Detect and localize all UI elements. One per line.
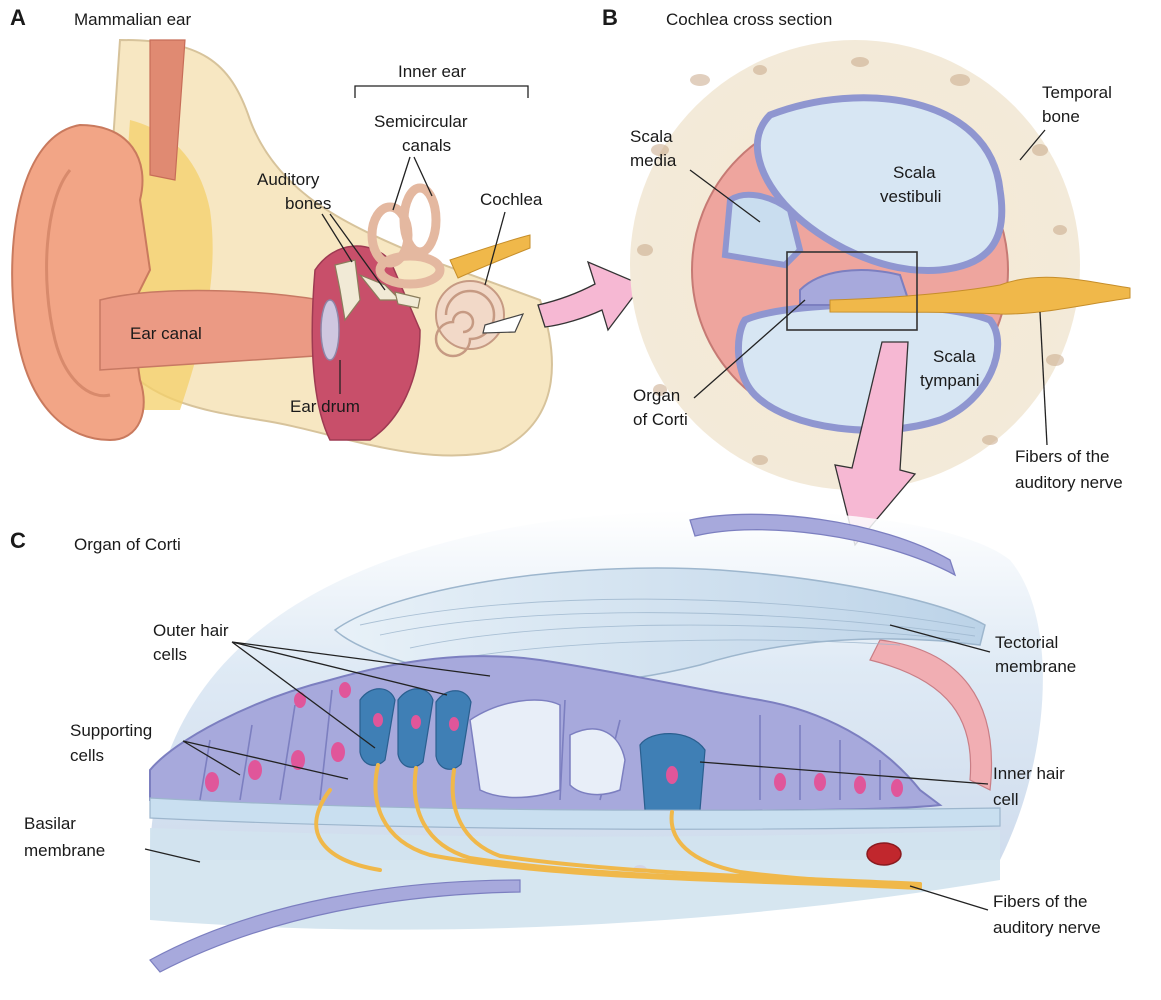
inner-ear-bracket	[355, 86, 528, 98]
label-fibers-b-2: auditory nerve	[1015, 473, 1123, 492]
label-scala-media-1: Scala	[630, 127, 673, 146]
label-organ-corti-2: of Corti	[633, 410, 688, 429]
ear-drum	[321, 300, 339, 360]
label-auditory-2: bones	[285, 194, 331, 213]
label-inner-ear: Inner ear	[398, 62, 466, 81]
panel-b-title: Cochlea cross section	[666, 10, 832, 29]
label-semicircular-1: Semicircular	[374, 112, 468, 131]
label-basilar-1: Basilar	[24, 814, 76, 833]
arrow-a-to-b	[538, 262, 642, 330]
label-supporting-1: Supporting	[70, 721, 152, 740]
label-basilar-2: membrane	[24, 841, 105, 860]
label-tectorial-2: membrane	[995, 657, 1076, 676]
panel-a-letter: A	[10, 5, 26, 30]
label-organ-corti-1: Organ	[633, 386, 680, 405]
label-auditory-1: Auditory	[257, 170, 320, 189]
blood-vessel	[867, 843, 901, 865]
auditory-nerve-a	[450, 235, 530, 278]
panel-a-title: Mammalian ear	[74, 10, 191, 29]
leader-fibers-c	[910, 886, 988, 910]
label-ear-canal: Ear canal	[130, 324, 202, 343]
label-scala-tympani-2: tympani	[920, 371, 980, 390]
label-semicircular-2: canals	[402, 136, 451, 155]
pinna	[12, 125, 150, 440]
panel-a: A Mammalian ear	[10, 5, 552, 456]
panel-c-letter: C	[10, 528, 26, 553]
label-outer-hair-2: cells	[153, 645, 187, 664]
label-outer-hair-1: Outer hair	[153, 621, 229, 640]
panel-b-letter: B	[602, 5, 618, 30]
panel-c-title: Organ of Corti	[74, 535, 181, 554]
label-scala-media-2: media	[630, 151, 677, 170]
label-inner-hair-1: Inner hair	[993, 764, 1065, 783]
label-ear-drum: Ear drum	[290, 397, 360, 416]
label-scala-vestibuli-1: Scala	[893, 163, 936, 182]
label-cochlea: Cochlea	[480, 190, 543, 209]
label-tectorial-1: Tectorial	[995, 633, 1058, 652]
label-fibers-c-2: auditory nerve	[993, 918, 1101, 937]
leader-semicircular	[393, 157, 432, 210]
label-temporal-1: Temporal	[1042, 83, 1112, 102]
label-supporting-2: cells	[70, 746, 104, 765]
panel-c: C Organ of Corti	[10, 510, 1101, 972]
label-scala-tympani-1: Scala	[933, 347, 976, 366]
label-inner-hair-2: cell	[993, 790, 1019, 809]
label-temporal-2: bone	[1042, 107, 1080, 126]
label-fibers-b-1: Fibers of the	[1015, 447, 1110, 466]
label-scala-vestibuli-2: vestibuli	[880, 187, 941, 206]
label-fibers-c-1: Fibers of the	[993, 892, 1088, 911]
